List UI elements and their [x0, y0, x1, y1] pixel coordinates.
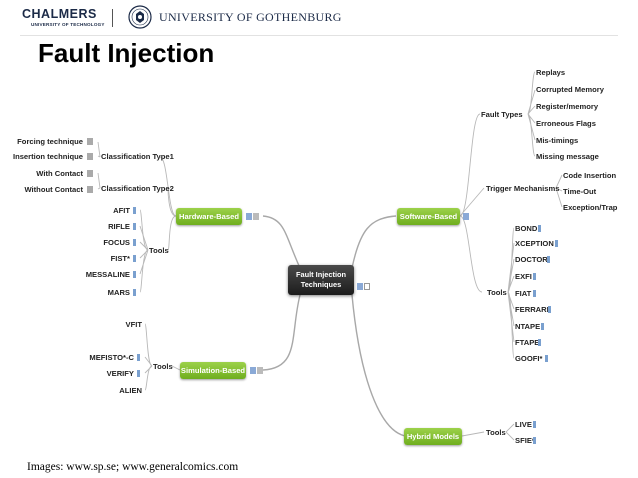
- logo-divider: [112, 9, 113, 27]
- gothenburg-logo: UNIVERSITY OF GOTHENBURG: [159, 10, 342, 24]
- software-trigger-item: Exception/Trap: [563, 203, 618, 212]
- slide-header: CHALMERS UNIVERSITY OF TECHNOLOGY UNIVER…: [0, 0, 638, 36]
- software-tool: NTAPE: [515, 322, 541, 331]
- info-icon: [538, 339, 541, 346]
- note-icon: [87, 138, 93, 145]
- info-icon: [533, 421, 536, 428]
- software-trigger-item: Code Insertion: [563, 171, 617, 180]
- software-fault-type: Replays: [536, 68, 566, 77]
- hardware-tool: MESSALINE: [85, 270, 130, 279]
- header-divider: [20, 35, 618, 36]
- software-fault-type: Register/memory: [536, 102, 599, 111]
- chalmers-logo-subtitle: UNIVERSITY OF TECHNOLOGY: [31, 22, 105, 27]
- info-icon: [133, 239, 136, 246]
- hardware-tool: FIST*: [110, 254, 130, 263]
- note-icon: [463, 213, 469, 220]
- note-icon: [87, 170, 93, 177]
- note-icon: [357, 283, 363, 290]
- info-icon: [533, 273, 536, 280]
- university-seal-icon: [128, 5, 152, 29]
- software-fault-type: Mis-timings: [536, 136, 579, 145]
- hardware-class2-item: With Contact: [36, 169, 83, 178]
- hardware-tool: RIFLE: [108, 222, 130, 231]
- software-tool: FERRARI: [515, 305, 549, 314]
- info-icon: [133, 207, 136, 214]
- note-icon: [257, 367, 263, 374]
- hybrid-models-node[interactable]: Hybrid Models: [404, 428, 462, 445]
- note-icon: [253, 213, 259, 220]
- software-tool: BOND: [515, 224, 538, 233]
- software-trigger-item: Time-Out: [563, 187, 597, 196]
- software-tool: FTAPE: [515, 338, 540, 347]
- software-tool: XCEPTION: [515, 239, 554, 248]
- hardware-tools-label: Tools: [149, 246, 169, 255]
- expand-icon: [364, 283, 370, 290]
- hardware-class2-label: Classification Type2: [101, 184, 174, 193]
- hybrid-tool: LIVE: [515, 420, 532, 429]
- info-icon: [547, 256, 550, 263]
- hardware-based-node[interactable]: Hardware-Based: [176, 208, 242, 225]
- simulation-tools-label: Tools: [153, 362, 173, 371]
- software-tools-label: Tools: [487, 288, 507, 297]
- info-icon: [555, 240, 558, 247]
- image-credits: Images: www.sp.se; www.generalcomics.com: [27, 461, 239, 473]
- software-trigger-label: Trigger Mechanisms: [486, 184, 560, 193]
- note-icon: [246, 213, 252, 220]
- software-tool: DOCTOR: [515, 255, 548, 264]
- info-icon: [533, 437, 536, 444]
- center-node-line1: Fault Injection: [295, 270, 347, 279]
- info-icon: [137, 370, 140, 377]
- software-based-node[interactable]: Software-Based: [397, 208, 460, 225]
- info-icon: [133, 255, 136, 262]
- info-icon: [538, 225, 541, 232]
- simulation-tool: VERIFY: [106, 369, 134, 378]
- simulation-tool: VFIT: [125, 320, 142, 329]
- center-node[interactable]: Fault Injection Techniques: [288, 265, 354, 295]
- software-fault-types-label: Fault Types: [481, 110, 523, 119]
- simulation-based-node[interactable]: Simulation-Based: [180, 362, 246, 379]
- software-fault-type: Missing message: [536, 152, 599, 161]
- hybrid-tool: SFIE*: [515, 436, 535, 445]
- info-icon: [545, 355, 548, 362]
- software-fault-type: Erroneous Flags: [536, 119, 596, 128]
- hardware-tool: MARS: [107, 288, 130, 297]
- note-icon: [250, 367, 256, 374]
- note-icon: [87, 186, 93, 193]
- simulation-tool: ALIEN: [119, 386, 142, 395]
- note-icon: [87, 153, 93, 160]
- info-icon: [133, 289, 136, 296]
- software-tool: EXFI: [515, 272, 532, 281]
- hardware-tool: FOCUS: [103, 238, 130, 247]
- software-tool: FIAT: [515, 289, 532, 298]
- hardware-class1-label: Classification Type1: [101, 152, 174, 161]
- info-icon: [548, 306, 551, 313]
- hybrid-tools-label: Tools: [486, 428, 506, 437]
- info-icon: [533, 290, 536, 297]
- info-icon: [541, 323, 544, 330]
- software-fault-type: Corrupted Memory: [536, 85, 604, 94]
- info-icon: [137, 354, 140, 361]
- hardware-class2-item: Without Contact: [24, 185, 83, 194]
- chalmers-logo: CHALMERS: [22, 7, 97, 21]
- center-node-line2: Techniques: [300, 280, 342, 289]
- hardware-class1-item: Insertion technique: [12, 152, 83, 161]
- info-icon: [133, 271, 136, 278]
- info-icon: [133, 223, 136, 230]
- simulation-tool: MEFISTO*-C: [89, 353, 134, 362]
- software-tool: GOOFI*: [515, 354, 543, 363]
- hardware-class1-item: Forcing technique: [17, 137, 83, 146]
- page-title: Fault Injection: [38, 38, 215, 68]
- hardware-tool: AFIT: [113, 206, 130, 215]
